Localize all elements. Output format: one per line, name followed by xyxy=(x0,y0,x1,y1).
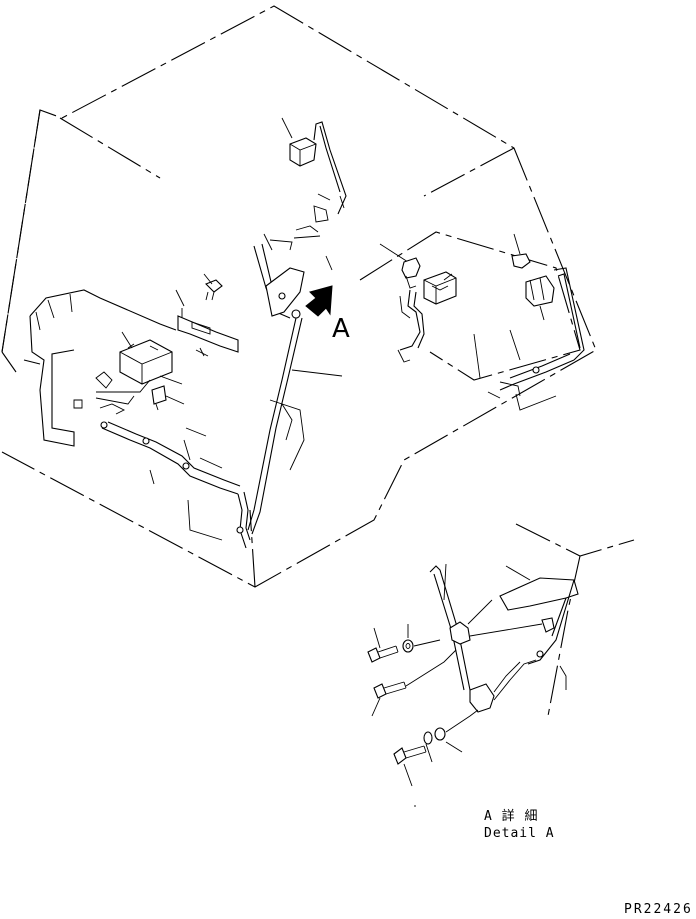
control-cable-center xyxy=(248,234,342,534)
wire-harness-left xyxy=(101,422,250,548)
view-marker-label: A xyxy=(332,314,350,344)
bolt-1 xyxy=(368,628,398,662)
top-pedal-assembly xyxy=(270,118,346,250)
relay-switch-left xyxy=(74,332,184,414)
detail-caption: A 詳 細 Detail A xyxy=(484,808,555,842)
cab-outline xyxy=(2,6,596,587)
drawing-code: PR22426 xyxy=(624,902,693,917)
bracket-plate xyxy=(176,274,238,356)
detail-a-drawing xyxy=(368,524,634,806)
left-console xyxy=(24,290,304,470)
view-arrow xyxy=(306,286,332,316)
detail-caption-japanese: A 詳 細 xyxy=(484,809,539,824)
detail-caption-english: Detail A xyxy=(484,826,555,841)
washer-2 xyxy=(424,728,462,762)
washer-1 xyxy=(403,624,413,652)
bolt-3 xyxy=(394,746,426,786)
bolt-2 xyxy=(372,682,406,716)
right-panel xyxy=(360,232,584,410)
